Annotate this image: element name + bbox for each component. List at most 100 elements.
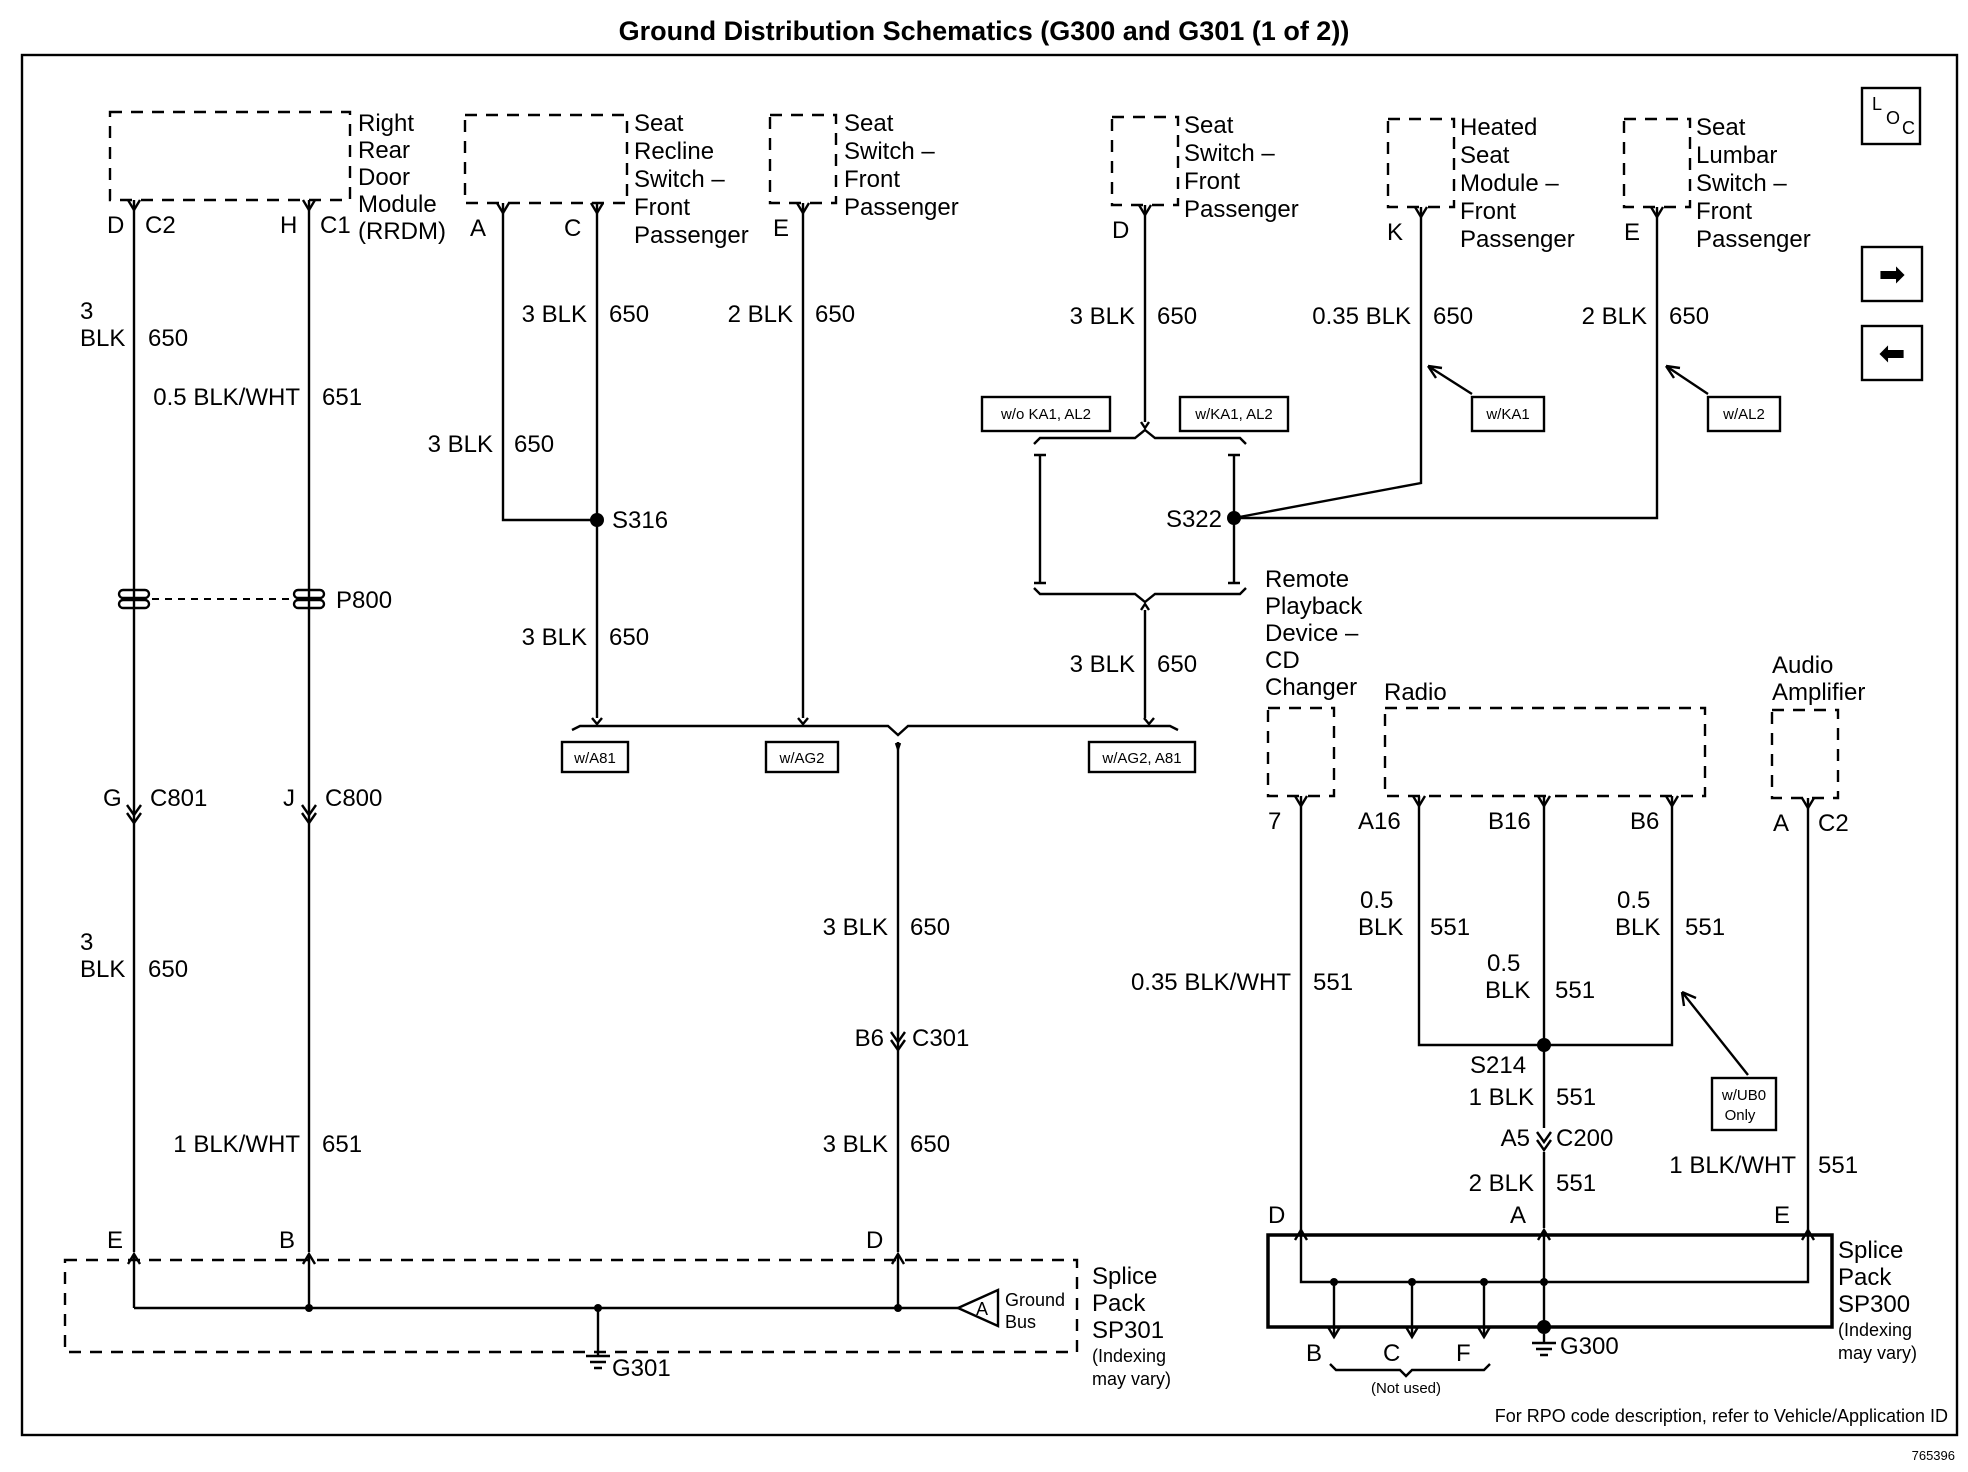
option-box-w-ag2-a81: [1087, 740, 1197, 774]
loc-icon-o: O: [1886, 108, 1900, 128]
radio-pin-a16: A16: [1358, 808, 1401, 835]
loc-icon-l: L: [1872, 94, 1882, 114]
seat-switch-1-component: [768, 113, 838, 205]
wire-size-a16: 0.5: [1360, 887, 1393, 914]
svg-text:may vary): may vary): [1838, 1343, 1917, 1363]
option-w-ag2-a81: w/AG2, A81: [1101, 750, 1181, 767]
seat-recline-switch-component: [463, 113, 629, 205]
option-wo-ka1-al2: w/o KA1, AL2: [1000, 406, 1091, 423]
s322-label: S322: [1166, 506, 1222, 533]
svg-text:Splice: Splice: [1838, 1237, 1903, 1264]
audio-amplifier-component: [1770, 708, 1840, 800]
p800-label: P800: [336, 587, 392, 614]
cd-changer-pin-7-wire: [1293, 795, 1309, 1230]
w-ka1-pointer: [1427, 364, 1473, 396]
svg-text:CD: CD: [1265, 647, 1300, 674]
wire-circuit-main-upper: 650: [910, 914, 950, 941]
wire-label-rrdm-h: 0.5 BLK/WHT: [153, 384, 300, 411]
svg-text:Module –: Module –: [1460, 170, 1559, 197]
svg-text:Pack: Pack: [1838, 1264, 1892, 1291]
footer-note: For RPO code description, refer to Vehic…: [1495, 1406, 1948, 1426]
seat-switch-2-component: [1110, 115, 1180, 207]
sp301-pin-e: E: [107, 1227, 123, 1254]
rrdm-pin-c1: C1: [320, 212, 351, 239]
wire-label-heated: 0.35 BLK: [1312, 303, 1411, 330]
sp300-pin-d: D: [1268, 1202, 1285, 1229]
rrdm-label: Right Rear Door Module (RRDM): [358, 110, 446, 245]
svg-text:Switch –: Switch –: [634, 166, 725, 193]
heated-seat-pin-k-wire: [1233, 206, 1429, 520]
wire-circuit-main-lower: 650: [910, 1131, 950, 1158]
wire-circuit-c200-down: 551: [1556, 1170, 1596, 1197]
locator-button[interactable]: L O C: [1860, 86, 1922, 146]
sp301-pin-b: B: [279, 1227, 295, 1254]
svg-text:Playback: Playback: [1265, 593, 1363, 620]
seat-switch-1-pin-e-wire: [795, 202, 811, 718]
svg-text:Recline: Recline: [634, 138, 714, 165]
svg-text:may vary): may vary): [1092, 1369, 1171, 1389]
svg-text:Heated: Heated: [1460, 114, 1537, 141]
arrow-left-icon: ⬅: [1879, 335, 1906, 371]
c200-label: C200: [1556, 1125, 1613, 1152]
seat-lumbar-switch-label: Seat Lumbar Switch – Front Passenger: [1696, 114, 1811, 253]
s214-splice: [1537, 1038, 1551, 1052]
svg-text:Remote: Remote: [1265, 566, 1349, 593]
cd-changer-pin-7: 7: [1268, 808, 1281, 835]
wire-circuit-seat-switch-1: 650: [815, 301, 855, 328]
radio-ground-wires: [1411, 795, 1680, 1128]
cd-changer-label: Remote Playback Device – CD Changer: [1265, 566, 1363, 701]
heated-seat-pin-k: K: [1387, 219, 1403, 246]
s316-label: S316: [612, 507, 668, 534]
ground-bus-marker: [955, 1288, 1000, 1328]
svg-text:Front: Front: [634, 194, 690, 221]
svg-text:Seat: Seat: [1696, 114, 1746, 141]
wire-circuit-s316-down: 650: [609, 624, 649, 651]
g300-ground-icon: [1532, 1334, 1556, 1357]
next-page-button[interactable]: ➡: [1860, 245, 1924, 303]
lumbar-pin-e-wire: [1234, 206, 1665, 520]
lumbar-pin-e: E: [1624, 219, 1640, 246]
svg-text:Pack: Pack: [1092, 1290, 1146, 1317]
wire-color-a16: BLK: [1358, 914, 1403, 941]
c801-label: C801: [150, 785, 207, 812]
seat-switch-1-label: Seat Switch – Front Passenger: [844, 110, 959, 221]
sp300-pin-e: E: [1774, 1202, 1790, 1229]
svg-text:Passenger: Passenger: [844, 194, 959, 221]
svg-text:SP300: SP300: [1838, 1291, 1910, 1318]
svg-text:Rear: Rear: [358, 137, 410, 164]
option-box-w-ka1: [1470, 395, 1546, 433]
svg-text:Device –: Device –: [1265, 620, 1359, 647]
recline-pin-c: C: [564, 215, 581, 242]
wire-circuit-recline-a: 650: [514, 431, 554, 458]
wire-label-main-lower: 3 BLK: [823, 1131, 888, 1158]
option-box-w-a81: [560, 740, 630, 774]
recline-pin-a-wire: [495, 202, 597, 522]
wire-circuit-cd: 551: [1313, 969, 1353, 996]
wire-label-c200-down: 2 BLK: [1469, 1170, 1534, 1197]
wire-circuit-a16: 551: [1430, 914, 1470, 941]
radio-label: Radio: [1384, 679, 1447, 706]
svg-text:Amplifier: Amplifier: [1772, 679, 1865, 706]
seat-switch-2-pin-d: D: [1112, 217, 1129, 244]
wire-label-cd: 0.35 BLK/WHT: [1131, 969, 1291, 996]
wire-size-rrdm-d: 3: [80, 298, 93, 325]
rrdm-pin-d: D: [107, 212, 124, 239]
diagram-frame: [20, 53, 1959, 1437]
wire-circuit-s214-down: 551: [1556, 1084, 1596, 1111]
wire-circuit-b6: 551: [1685, 914, 1725, 941]
heated-seat-module-component: [1386, 117, 1456, 209]
prev-page-button[interactable]: ⬅: [1860, 324, 1924, 382]
option-w-ub0: w/UB0: [1721, 1087, 1766, 1104]
audio-amplifier-label: Audio Amplifier: [1772, 652, 1865, 706]
wire-label-amp: 1 BLK/WHT: [1669, 1152, 1796, 1179]
svg-text:Lumbar: Lumbar: [1696, 142, 1777, 169]
c801-connector-mark: [126, 804, 142, 826]
heated-seat-module-label: Heated Seat Module – Front Passenger: [1460, 114, 1575, 253]
sp300-internal: [1293, 1227, 1816, 1340]
g301-label: G301: [612, 1355, 671, 1382]
c200-pin: A5: [1501, 1125, 1530, 1152]
radio-pin-b6: B6: [1630, 808, 1659, 835]
wire-label-main-upper: 3 BLK: [823, 914, 888, 941]
sp300-label: Splice Pack SP300 (Indexing may vary): [1838, 1237, 1917, 1363]
svg-text:Switch –: Switch –: [844, 138, 935, 165]
